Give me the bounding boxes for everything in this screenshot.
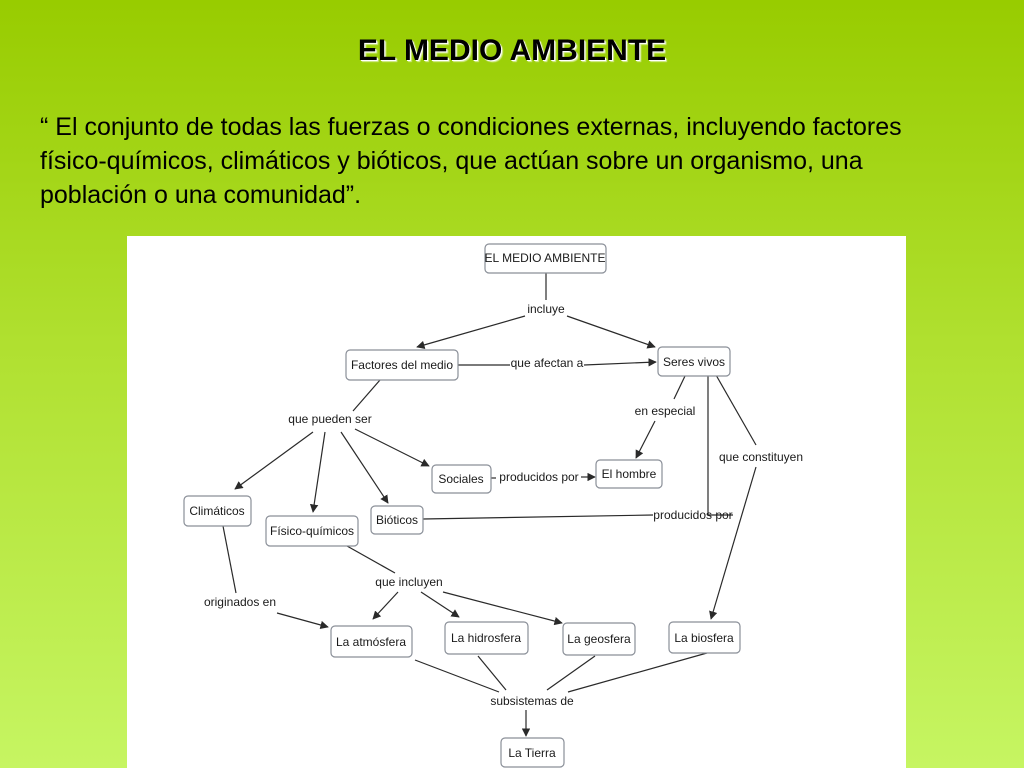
svg-text:Seres vivos: Seres vivos (663, 355, 725, 369)
node-medio-ambiente: EL MEDIO AMBIENTE (484, 243, 607, 274)
svg-text:La atmósfera: La atmósfera (336, 635, 406, 649)
svg-text:La Tierra: La Tierra (508, 746, 556, 760)
connector-lines (222, 273, 757, 737)
link-label-afectan: que afectan a (511, 356, 584, 370)
svg-text:Climáticos: Climáticos (189, 504, 244, 518)
node-la-atmosfera: La atmósfera (330, 625, 413, 658)
node-la-hidrosfera: La hidrosfera (444, 621, 529, 655)
svg-text:Factores del medio: Factores del medio (351, 358, 453, 372)
node-la-biosfera: La biosfera (668, 621, 741, 654)
link-label-que-incluyen: que incluyen (375, 575, 442, 589)
link-label-producidos-por-2: producidos por (653, 508, 732, 522)
svg-text:EL MEDIO AMBIENTE: EL MEDIO AMBIENTE (485, 251, 606, 265)
link-label-pueden-ser: que pueden ser (288, 412, 371, 426)
node-bioticos: Bióticos (370, 505, 424, 535)
node-la-tierra: La Tierra (500, 737, 565, 768)
slide-title: EL MEDIO AMBIENTE (357, 34, 667, 67)
definition-text: “ El conjunto de todas las fuerzas o con… (40, 113, 902, 209)
svg-text:La hidrosfera: La hidrosfera (451, 631, 521, 645)
link-label-subsistemas: subsistemas de (490, 694, 574, 708)
svg-text:Sociales: Sociales (438, 472, 483, 486)
link-label-constituyen: que constituyen (719, 450, 803, 464)
svg-text:Bióticos: Bióticos (376, 513, 418, 527)
node-factores-del-medio: Factores del medio (345, 349, 459, 381)
link-label-en-especial: en especial (635, 404, 696, 418)
svg-text:El hombre: El hombre (602, 467, 657, 481)
concept-map-svg: incluye que afectan a que pueden ser en … (183, 243, 803, 768)
node-fisico-quimicos: Físico-químicos (265, 515, 359, 547)
link-labels: incluye que afectan a que pueden ser en … (204, 302, 803, 708)
link-label-incluye: incluye (527, 302, 565, 316)
link-label-originados-en: originados en (204, 595, 276, 609)
svg-text:La biosfera: La biosfera (674, 631, 734, 645)
node-climaticos: Climáticos (183, 495, 252, 527)
node-la-geosfera: La geosfera (562, 622, 636, 656)
link-label-producidos-por-1: producidos por (499, 470, 578, 484)
node-seres-vivos: Seres vivos (657, 346, 731, 377)
node-sociales: Sociales (431, 464, 492, 494)
concept-map: incluye que afectan a que pueden ser en … (127, 236, 906, 768)
node-el-hombre: El hombre (595, 459, 663, 489)
svg-text:La geosfera: La geosfera (567, 632, 631, 646)
svg-text:Físico-químicos: Físico-químicos (270, 524, 354, 538)
